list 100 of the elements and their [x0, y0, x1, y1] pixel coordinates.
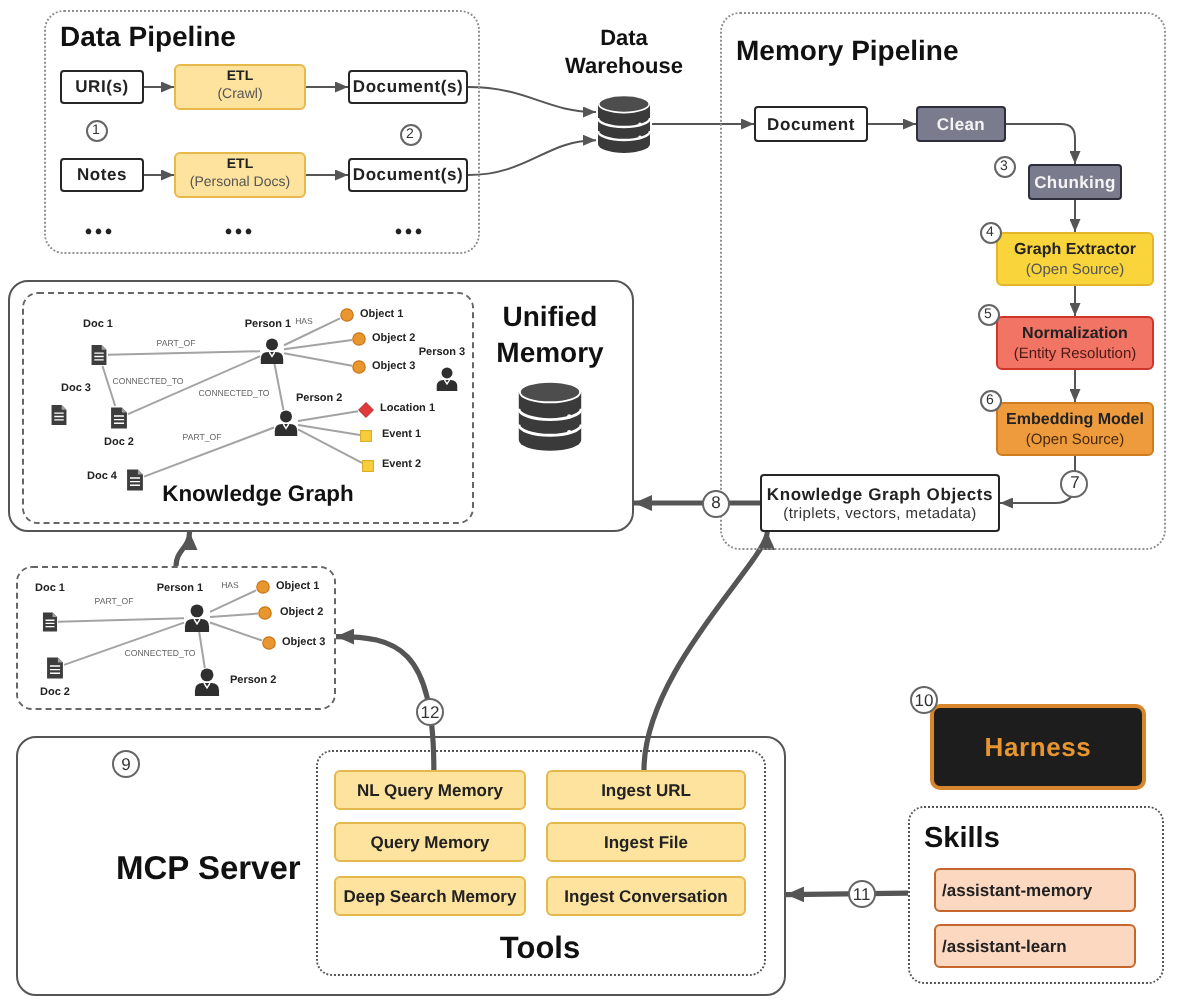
node-title: Document(s): [352, 164, 464, 186]
process-box: [916, 106, 1006, 142]
node-title: Ingest URL: [601, 779, 691, 801]
arrow: [467, 135, 597, 176]
tool-box: [334, 770, 526, 810]
arrow: [641, 531, 771, 771]
node-title: /assistant-learn: [942, 935, 1067, 957]
process-box: [996, 402, 1154, 456]
arrow: [1005, 123, 1081, 165]
arrow: [173, 531, 197, 567]
arrow: [867, 118, 917, 130]
process-box: [996, 316, 1154, 370]
command-box: [934, 868, 1136, 912]
callout-number: 12: [415, 697, 444, 726]
node-title: Normalization: [1022, 324, 1128, 344]
process-box: [60, 158, 144, 192]
node-title: Embedding Model: [1006, 410, 1144, 430]
process-box: [996, 232, 1154, 286]
arrow: [143, 81, 175, 93]
arrow: [335, 628, 437, 771]
arrow: [785, 886, 909, 903]
node-title: URI(s): [75, 76, 129, 98]
process-box: [348, 158, 468, 192]
node-title: NL Query Memory: [356, 779, 504, 801]
connector-line: [297, 423, 361, 437]
process-box: [930, 704, 1146, 790]
connector-line: [127, 355, 261, 416]
connector-line: [107, 350, 261, 356]
panel-title: Unified Memory: [494, 297, 606, 371]
node-title: Notes: [76, 164, 128, 186]
callout-number: 11: [847, 879, 876, 908]
tool-box: [334, 876, 526, 916]
connector-line: [283, 352, 353, 367]
connector-line: [143, 426, 275, 478]
tool-box: [546, 876, 746, 916]
container-panel: [8, 280, 634, 532]
tool-box: [334, 822, 526, 862]
arrow: [1069, 369, 1081, 403]
arrow: [1069, 199, 1081, 233]
node-title: Document: [767, 113, 855, 135]
node-title: Document(s): [352, 76, 464, 98]
connector-line: [63, 621, 185, 666]
arrow: [305, 169, 349, 181]
panel-title: Data Pipeline: [60, 17, 236, 55]
panel-title: Skills: [924, 821, 1000, 859]
process-box: [754, 106, 868, 142]
connector-line: [283, 317, 341, 347]
node-title: Query Memory: [370, 831, 490, 853]
process-box: [1028, 164, 1122, 200]
panel-title: Memory Pipeline: [736, 31, 959, 69]
node-title: Knowledge Graph Objects: [766, 483, 994, 505]
callout-number: 10: [910, 686, 938, 714]
arrow: [999, 455, 1076, 509]
arrow: [1069, 285, 1081, 317]
process-box: [348, 70, 468, 104]
panel-title: Tools: [499, 929, 581, 970]
continuation-dots: •••: [225, 224, 255, 244]
connector-line: [283, 338, 353, 351]
container-panel: [16, 736, 786, 996]
connector-line: [209, 621, 263, 642]
panel-title: MCP Server: [116, 848, 301, 891]
tool-box: [546, 822, 746, 862]
connector-line: [101, 365, 117, 407]
node-title: Clean: [936, 113, 986, 135]
connector-line: [297, 428, 363, 464]
process-box: [174, 64, 306, 110]
panel-title: Knowledge Graph: [162, 481, 354, 511]
continuation-dots: •••: [85, 224, 115, 244]
group-panel: [908, 806, 1164, 984]
callout-number: 9: [112, 750, 140, 778]
pipeline-panel: [44, 10, 480, 254]
node-title: Deep Search Memory: [343, 885, 517, 907]
node-title: Ingest Conversation: [564, 885, 728, 907]
arrow: [467, 86, 597, 117]
connector-line: [57, 617, 185, 623]
connector-line: [198, 631, 206, 669]
process-box: [174, 152, 306, 198]
arrow: [634, 495, 760, 511]
node-title: /assistant-memory: [942, 879, 1093, 901]
connector-line: [209, 589, 257, 613]
panel-title: Data Warehouse: [563, 25, 685, 83]
arrow: [305, 81, 349, 93]
callout-number: 7: [1060, 469, 1089, 498]
tool-box: [546, 770, 746, 810]
callout-number: 8: [701, 489, 730, 517]
group-panel: [316, 750, 766, 976]
node-title: Harness: [984, 731, 1092, 763]
connector-line: [297, 410, 359, 423]
command-box: [934, 924, 1136, 968]
node-title: Ingest File: [603, 831, 689, 853]
connector-line: [209, 612, 259, 619]
connector-line: [273, 363, 285, 411]
arrow: [651, 118, 755, 130]
pipeline-panel: [720, 12, 1166, 550]
continuation-dots: •••: [395, 224, 425, 244]
process-box: [760, 474, 1000, 532]
arrow: [143, 169, 175, 181]
node-title: Chunking: [1034, 171, 1116, 193]
process-box: [60, 70, 144, 104]
node-title: Graph Extractor: [1014, 240, 1136, 260]
